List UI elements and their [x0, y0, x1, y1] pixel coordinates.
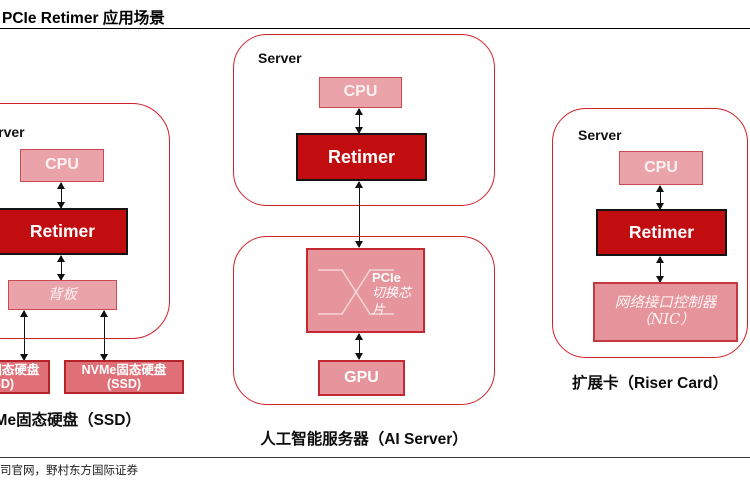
arrow-ssd-retimer-backplane — [57, 255, 66, 281]
ssd-disk-left-line2: (SSD) — [0, 377, 15, 391]
ai-gpu-box: GPU — [318, 360, 405, 396]
ai-retimer-label: Retimer — [327, 146, 396, 167]
riser-retimer-box: Retimer — [596, 209, 727, 256]
ai-server-frame-top — [233, 34, 495, 206]
arrow-backplane-disk1 — [20, 310, 29, 361]
riser-nic-line2: （NIC） — [636, 312, 695, 328]
arrow-ssd-cpu-retimer — [57, 182, 66, 209]
ssd-server-label: Server — [0, 124, 25, 140]
ssd-backplane-box: 背板 — [8, 280, 117, 310]
riser-cpu-label: CPU — [644, 158, 678, 176]
riser-nic-box: 网络接口控制器 （NIC） — [593, 282, 738, 342]
footer-divider — [0, 457, 750, 458]
title-divider — [0, 28, 750, 29]
ai-retimer-box: Retimer — [296, 133, 427, 181]
ssd-retimer-label: Retimer — [29, 221, 96, 242]
ai-pcie-switch-box: PCIe 切换芯片 — [306, 248, 425, 333]
riser-cpu-box: CPU — [619, 151, 703, 185]
ai-cpu-box: CPU — [319, 77, 402, 108]
arrow-backplane-disk2 — [100, 310, 109, 361]
arrow-riser-cpu-retimer — [656, 185, 665, 210]
riser-caption: 扩展卡（Riser Card） — [572, 375, 728, 392]
ai-switch-label-line2: 切换芯片 — [372, 286, 412, 318]
crossbar-switch-icon — [318, 269, 394, 315]
ssd-disk-left-line1: NVMe固态硬盘 — [0, 362, 40, 377]
ai-switch-label-line1: PCIe — [372, 270, 401, 285]
ssd-disk-right-line1: NVMe固态硬盘 — [81, 362, 167, 377]
ai-switch-frame-bottom — [233, 236, 495, 405]
ssd-caption: NVMe固态硬盘（SSD） — [0, 412, 141, 429]
ai-gpu-label: GPU — [344, 368, 379, 386]
arrow-ai-switch-gpu — [355, 333, 364, 360]
ssd-cpu-box: CPU — [20, 149, 104, 182]
ai-cpu-label: CPU — [343, 83, 378, 101]
riser-server-label: Server — [578, 127, 622, 143]
riser-nic-line1: 网络接口控制器 — [614, 295, 717, 312]
ai-server-label: Server — [258, 50, 302, 66]
ssd-disk-box-right: NVMe固态硬盘 (SSD) — [64, 360, 184, 394]
riser-server-frame — [552, 108, 748, 358]
footer-source: 司官网，野村东方国际证券 — [0, 463, 138, 477]
arrow-ai-cpu-retimer — [355, 108, 364, 134]
ssd-retimer-box: Retimer — [0, 208, 128, 255]
arrow-ai-retimer-switch — [355, 181, 364, 248]
arrow-riser-retimer-nic — [656, 256, 665, 283]
ssd-cpu-label: CPU — [45, 156, 79, 174]
figure-title: PCIe Retimer 应用场景 — [2, 10, 165, 27]
riser-retimer-label: Retimer — [628, 222, 695, 243]
ssd-disk-box-left: NVMe固态硬盘 (SSD) — [0, 360, 50, 394]
ssd-server-frame — [0, 103, 170, 339]
ssd-disk-right-line2: (SSD) — [106, 377, 142, 391]
ssd-backplane-label: 背板 — [48, 286, 77, 303]
ai-caption: 人工智能服务器（AI Server） — [260, 431, 468, 448]
